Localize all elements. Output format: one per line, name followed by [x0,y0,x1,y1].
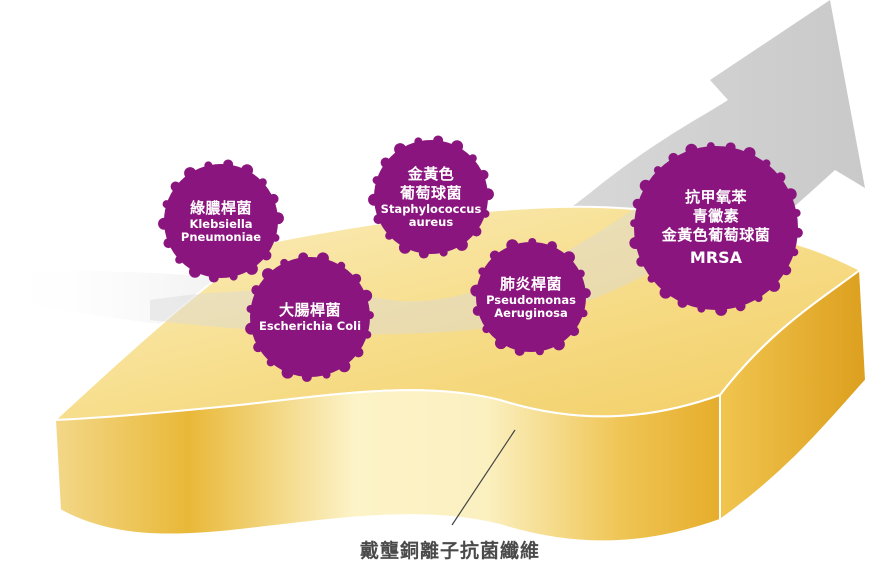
bacteria-latin-name: Staphylococcus [380,202,482,216]
caption-leader-line [451,429,516,526]
bacteria-chinese-name: 綠膿桿菌 [189,198,252,217]
bacteria-latin-name: Klebsiella [189,216,253,231]
bacteria-latin-name: aureus [408,215,454,229]
bacteria-latin-name: Pseudomonas [486,292,576,307]
bacteria-cell-body [158,159,284,283]
bacteria-cell-body [245,252,374,382]
bacteria-pseudomonas: 肺炎桿菌 Pseudomonas Aeruginosa [470,238,591,356]
bacteria-chinese-name: 青黴素 [692,206,740,225]
bacteria-latin-name: Escherichia Coli [258,319,362,333]
bacteria-ecoli: 大腸桿菌 Escherichia Coli [245,252,374,382]
bacteria-mrsa: 抗甲氧苯 青黴素 金黃色葡萄球菌 MRSA [629,142,803,316]
bacteria-staph: 金黃色 葡萄球菌 Staphylococcus aureus [368,135,494,259]
product-caption: 戴壟銅離子抗菌纖維 [359,540,540,562]
bacteria-cell-body [368,135,494,259]
fabric-side-face [719,268,868,522]
bacteria-chinese-name: 金黃色葡萄球菌 [661,225,771,244]
bacteria-chinese-name: 金黃色 [407,165,455,183]
bacteria-klebsiella: 綠膿桿菌 Klebsiella Pneumoniae [158,159,284,283]
bacteria-chinese-name: 葡萄球菌 [399,184,462,202]
bacteria-chinese-name: 肺炎桿菌 [499,274,562,293]
bacteria-chinese-name: 抗甲氧苯 [684,187,747,206]
bacteria-abbreviation: MRSA [689,247,743,267]
bacteria-cell-body [629,142,803,316]
bacteria-latin-name: Aeruginosa [494,305,568,320]
bacteria-latin-name: Pneumoniae [180,229,262,244]
bacteria-cell-body [470,238,591,356]
bacteria-chinese-name: 大腸桿菌 [278,301,341,319]
